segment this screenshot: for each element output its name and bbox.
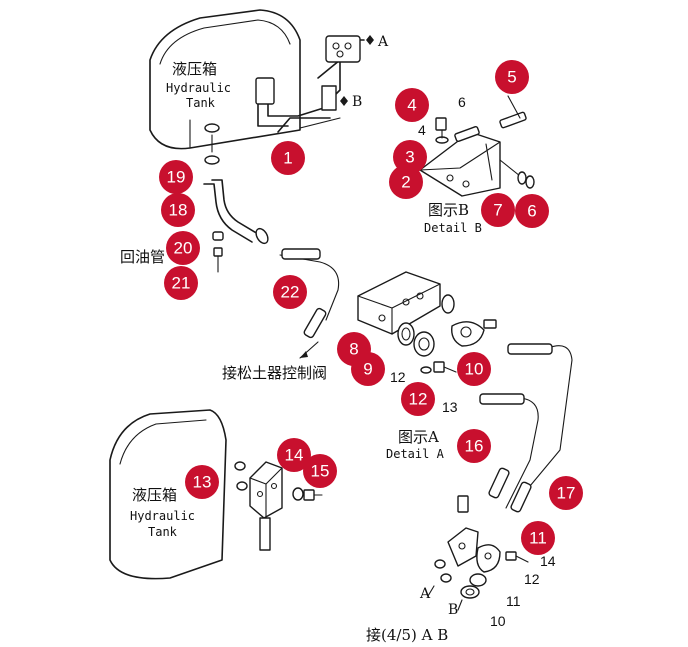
callout-14: 14 (277, 438, 311, 472)
hydraulic-tank-lower (109, 409, 227, 580)
tank-lower-label-zh: 液压箱 (132, 486, 177, 504)
callout-9: 9 (351, 352, 385, 386)
svg-text:9: 9 (363, 360, 372, 379)
clamp-bolt (212, 231, 224, 273)
svg-text:4: 4 (407, 96, 416, 115)
callout-4: 4 (395, 88, 429, 122)
svg-text:17: 17 (557, 484, 576, 503)
callout-15: 15 (303, 454, 337, 488)
control-lever-assembly (255, 35, 365, 133)
callout-1: 1 (271, 141, 305, 175)
svg-text:22: 22 (281, 283, 300, 302)
part-number-14-low: 14 (540, 553, 556, 569)
svg-text:16: 16 (465, 437, 484, 456)
svg-text:11: 11 (529, 529, 547, 548)
ref-a-bottom: A (419, 586, 431, 602)
svg-text:21: 21 (172, 274, 191, 293)
callout-5: 5 (495, 60, 529, 94)
svg-text:13: 13 (193, 473, 212, 492)
callout-3: 3 (393, 140, 427, 174)
svg-text:20: 20 (174, 239, 193, 258)
return-pipe-label: 回油管 (120, 248, 165, 266)
svg-text:14: 14 (285, 446, 304, 465)
spool-stack-assembly (427, 495, 529, 611)
callout-11: 11 (521, 521, 555, 555)
detail-a-label-zh: 图示A (398, 428, 439, 446)
hydraulic-tank-upper (149, 9, 301, 150)
svg-text:1: 1 (283, 149, 292, 168)
control-hose-22 (279, 248, 340, 359)
svg-text:6: 6 (527, 202, 536, 221)
ripper-valve-label: 接松土器控制阀 (222, 364, 327, 382)
svg-text:19: 19 (167, 168, 186, 187)
callout-17: 17 (549, 476, 583, 510)
return-pipe (203, 179, 269, 245)
part-number-13-mid: 13 (442, 399, 458, 415)
tank-fitting-stack (204, 123, 220, 165)
tank-upper-label-zh: 液压箱 (172, 60, 217, 78)
part-number-11-low: 11 (506, 593, 521, 609)
callout-6: 6 (515, 194, 549, 228)
svg-text:12: 12 (409, 390, 428, 409)
ref-b-top: B (352, 94, 362, 110)
svg-text:8: 8 (349, 340, 358, 359)
tank-upper-label-en-2: Tank (186, 96, 216, 110)
svg-text:2: 2 (401, 173, 410, 192)
lower-valve-block (234, 461, 323, 551)
tank-upper-label-en-1: Hydraulic (166, 81, 231, 95)
part-number-4-small: 4 (418, 122, 426, 138)
control-valve-block (357, 271, 497, 374)
detail-a-label-en: Detail A (386, 447, 445, 461)
callout-10: 10 (457, 352, 491, 386)
svg-text:18: 18 (169, 201, 188, 220)
callout-20: 20 (166, 231, 200, 265)
footer-reference: 接(4/5) A B (366, 626, 448, 644)
detail-b-bracket (419, 95, 535, 197)
detail-b-label-zh: 图示B (428, 201, 469, 219)
callout-16: 16 (457, 429, 491, 463)
svg-text:15: 15 (311, 462, 330, 481)
callout-2: 2 (389, 165, 423, 199)
part-number-10-low: 10 (490, 613, 506, 629)
callout-22: 22 (273, 275, 307, 309)
svg-text:5: 5 (507, 68, 516, 87)
part-number-12-low: 12 (524, 571, 540, 587)
svg-text:7: 7 (493, 201, 502, 220)
part-number-12-mid: 12 (390, 369, 406, 385)
tank-lower-label-en-2: Tank (148, 525, 178, 539)
callout-21: 21 (164, 266, 198, 300)
svg-text:10: 10 (465, 360, 484, 379)
ref-b-bottom: B (448, 602, 458, 618)
ref-a-diamond-top (366, 35, 374, 45)
ref-b-diamond-top (340, 96, 348, 106)
ref-a-top: A (377, 34, 389, 50)
callout-18: 18 (161, 193, 195, 227)
svg-text:3: 3 (405, 148, 414, 167)
callout-19: 19 (159, 160, 193, 194)
detail-b-label-en: Detail B (424, 221, 482, 235)
part-number-6-upper: 6 (458, 94, 466, 110)
tank-lower-label-en-1: Hydraulic (130, 509, 195, 523)
callout-12: 12 (401, 382, 435, 416)
control-cables (479, 343, 573, 513)
callout-7: 7 (481, 193, 515, 227)
callout-13: 13 (185, 465, 219, 499)
